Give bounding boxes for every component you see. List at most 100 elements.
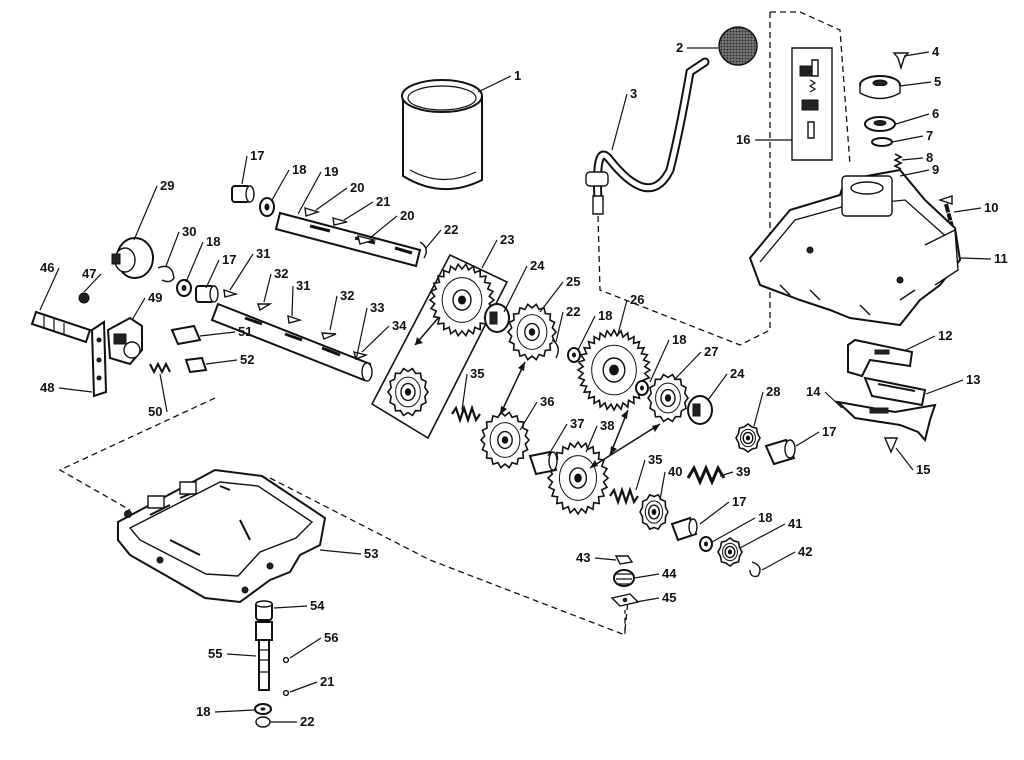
part-spacer-37 [530,452,557,474]
leader-line [503,265,528,313]
part-number-label: 22 [444,222,458,237]
callout-washer-18f: 18 [196,704,255,719]
part-number-label: 43 [576,550,590,565]
gear-23-small [388,369,428,416]
callout-knob-29: 29 [133,178,174,241]
gear-23-large [430,264,494,335]
callout-seal-b: 7 [891,128,933,143]
callout-clutch-24a: 24 [503,258,545,313]
callout-spring-35a: 35 [461,366,484,411]
part-number-label: 20 [350,180,364,195]
part-bearing-17b [766,440,795,464]
part-number-label: 32 [340,288,354,303]
callout-washer-18a: 18 [271,162,306,201]
callout-washer-18e: 18 [711,510,772,543]
part-number-label: 21 [376,194,390,209]
callout-gear-38: 38 [585,418,614,453]
part-number-label: 17 [250,148,264,163]
part-number-label: 46 [40,260,54,275]
part-number-label: 53 [364,546,378,561]
part-number-label: 21 [320,674,334,689]
part-number-label: 22 [566,304,580,319]
part-nut-43 [616,556,632,564]
part-pad-52 [186,358,206,372]
leader-line [319,549,362,555]
part-key-31a [224,290,236,297]
leader-line [824,391,843,409]
part-number-label: 24 [730,366,745,381]
part-ball-56 [284,658,289,663]
part-key-20a [305,208,318,216]
part-shaft-55 [256,622,272,690]
part-pad-51 [172,326,200,344]
leader-line [635,597,660,603]
motion-arrows [499,361,661,469]
callout-bearing-17a: 17 [241,148,264,185]
part-screw-bracket [885,438,897,452]
part-number-label: 48 [40,380,54,395]
callout-key-31b: 31 [291,278,310,317]
leader-line [555,311,564,343]
callout-gear-36: 36 [519,394,554,431]
part-number-label: 42 [798,544,812,559]
part-number-label: 24 [530,258,545,273]
part-screw-top [894,53,908,68]
callout-clutch-24b: 24 [707,366,745,401]
leader-line [241,155,248,185]
callout-ring-22c: 22 [270,714,314,729]
part-number-label: 3 [630,86,637,101]
callout-key-20a: 20 [315,180,364,211]
part-number-label: 9 [932,162,939,177]
part-number-label: 39 [736,464,750,479]
gear-26-bevel [576,328,652,412]
part-bracket-base [838,402,935,440]
part-housing-upper [750,170,960,325]
callout-key-20b: 20 [369,208,414,239]
leader-line [315,187,348,211]
part-washer-18c [636,381,648,395]
callout-bracket-upper: 12 [905,328,952,351]
leader-line [199,331,236,337]
gear-38 [546,440,610,516]
part-number-label: 6 [932,106,939,121]
leader-line [361,325,390,353]
part-number-label: 54 [310,598,325,613]
callout-cup: 1 [477,68,521,93]
part-spring-35b [610,490,638,502]
leader-line [905,335,936,351]
part-ball-21 [284,691,289,696]
leader-line [649,339,670,383]
callout-key-32b: 32 [329,288,354,331]
leader-line [594,557,617,561]
part-spring-50 [150,364,170,372]
gear-25 [506,303,558,361]
part-number-label: 1 [514,68,521,83]
part-number-label: 18 [196,704,210,719]
leader-line [707,373,728,401]
part-number-label: 19 [324,164,338,179]
part-number-label: 11 [994,251,1008,266]
leader-line [289,681,318,693]
part-bearing-17a [232,186,254,202]
part-housing-lower [118,470,325,602]
callout-sprocket-41: 41 [739,516,802,549]
leader-line [795,431,820,447]
part-ring-22a [420,242,426,258]
leader-line [959,257,992,260]
callout-spring-50: 50 [148,373,168,419]
part-number-label: 41 [788,516,802,531]
part-number-label: 18 [598,308,612,323]
callout-key-31a: 31 [229,246,270,291]
leader-line [633,573,660,579]
callout-nut-44: 44 [633,566,677,581]
callout-gear-cluster: 23 [481,232,514,269]
part-bearing-17c [196,286,218,302]
callout-key-21: 21 [343,194,390,221]
part-number-label: 51 [238,324,252,339]
part-key-20b [358,236,374,244]
callout-washer-18c: 18 [649,332,686,383]
leader-line [711,517,756,543]
part-nut-44 [614,570,634,586]
part-key-34 [354,352,366,359]
part-number-label: 13 [966,372,980,387]
